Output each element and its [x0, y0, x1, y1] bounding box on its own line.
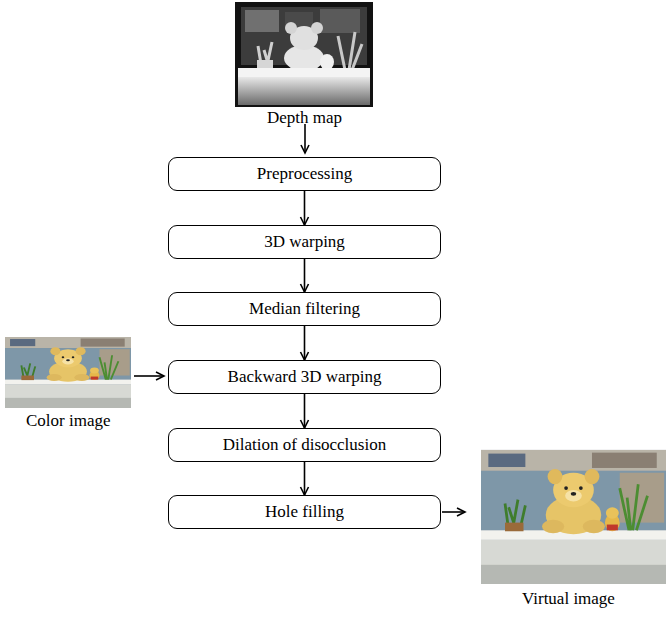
flow-arrow — [304, 462, 306, 495]
flow-arrow — [304, 326, 306, 360]
illustration-part — [311, 22, 323, 34]
process-box-content: 3D warping — [264, 232, 345, 252]
input-arrow — [304, 124, 306, 153]
process-label: 3D warping — [264, 232, 345, 252]
process-box: 3D warping — [168, 225, 441, 259]
process-box-content: Backward 3D warping — [228, 367, 382, 387]
color-image — [5, 337, 131, 408]
illustration-part — [285, 22, 297, 34]
depth-map-image — [235, 2, 373, 107]
process-box-content: Preprocessing — [257, 164, 352, 184]
image-caption: Virtual image — [522, 589, 615, 609]
process-label: Hole filling — [265, 502, 344, 522]
process-box: Median filtering — [168, 292, 441, 326]
illustration-part — [320, 9, 360, 33]
process-box-content: Median filtering — [249, 299, 360, 319]
output-arrow — [442, 511, 465, 513]
process-label: Backward 3D warping — [228, 367, 382, 387]
input-arrow — [134, 375, 164, 377]
illustration-part — [258, 42, 272, 70]
flow-arrow — [304, 394, 306, 428]
illustration-part — [245, 10, 279, 32]
process-label: Dilation of disocclusion — [223, 435, 386, 455]
process-box-content: Hole filling — [265, 502, 344, 522]
illustration-part — [238, 77, 370, 105]
image-caption: Depth map — [267, 108, 342, 128]
virtual-image — [481, 450, 666, 584]
illustration-part — [5, 337, 131, 408]
process-box-content: Dilation of disocclusion — [223, 435, 386, 455]
illustration-part — [238, 68, 370, 77]
illustration-part — [338, 32, 362, 70]
flow-arrow — [304, 259, 306, 292]
image-caption: Color image — [26, 411, 111, 431]
process-box: Dilation of disocclusion — [168, 428, 441, 462]
process-box: Backward 3D warping — [168, 360, 441, 394]
illustration-part — [235, 2, 373, 107]
process-box: Preprocessing — [168, 157, 441, 191]
process-label: Preprocessing — [257, 164, 352, 184]
illustration-part — [481, 450, 666, 584]
flow-arrow — [304, 191, 306, 225]
process-label: Median filtering — [249, 299, 360, 319]
illustration-part — [320, 54, 334, 70]
process-box: Hole filling — [168, 495, 441, 529]
